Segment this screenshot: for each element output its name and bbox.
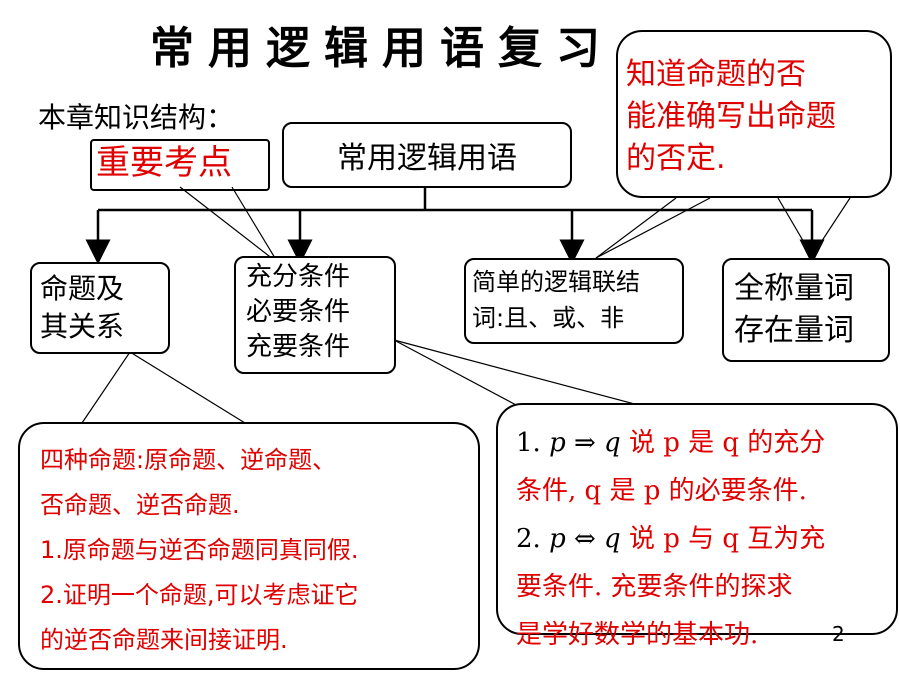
key-pointer-2 bbox=[231, 186, 279, 264]
node-conditions-line1: 充分条件 bbox=[246, 262, 351, 292]
bubble-conditions-line5: 是学好数学的基本功. bbox=[516, 620, 759, 650]
bubble-conditions-formula1: p ⇒ q bbox=[549, 428, 621, 458]
page-number: 2 bbox=[832, 622, 845, 646]
key-pointer-1 bbox=[179, 186, 279, 264]
key-points-label: 重要考点 bbox=[90, 139, 270, 191]
node-propositions-line1: 命题及 bbox=[40, 272, 125, 305]
bubble-propositions-line5: 的逆否命题来间接证明. bbox=[40, 626, 288, 654]
bubble-propositions-line4: 2.证明一个命题,可以考虑证它 bbox=[40, 581, 359, 609]
bubble-conditions-line1: 1. p ⇒ q 说 p 是 q 的充分 bbox=[516, 419, 882, 467]
bubble-conditions-line3: 2. p ⇔ q 说 p 与 q 互为充 bbox=[516, 515, 882, 563]
bubble-conditions-line2: 条件, q 是 p 的必要条件. bbox=[516, 476, 807, 506]
bubble-negation-line1: 知道命题的否 bbox=[626, 57, 806, 92]
bubble-conditions-num2: 2. bbox=[516, 524, 541, 554]
bubble-conditions-text1: 说 p 是 q 的充分 bbox=[628, 428, 826, 458]
bubble-conditions-num1: 1. bbox=[516, 428, 541, 458]
node-quantifiers-line2: 存在量词 bbox=[734, 313, 854, 348]
bubble-propositions: 四种命题:原命题、逆命题、 否命题、逆否命题. 1.原命题与逆否命题同真同假. … bbox=[18, 422, 480, 670]
negation-tail-1 bbox=[595, 197, 677, 259]
node-conditions-line3: 充要条件 bbox=[246, 332, 351, 362]
root-node: 常用逻辑用语 bbox=[282, 122, 572, 188]
cond-tail-1 bbox=[393, 339, 519, 407]
bubble-conditions: 1. p ⇒ q 说 p 是 q 的充分 条件, q 是 p 的必要条件. 2.… bbox=[496, 403, 898, 650]
bubble-conditions-formula2: p ⇔ q bbox=[549, 524, 621, 554]
cond-tail-2 bbox=[393, 339, 643, 407]
chapter-structure-label: 本章知识结构： bbox=[38, 101, 235, 134]
node-connectives: 简单的逻辑联结 词:且、或、非 bbox=[464, 258, 684, 344]
node-connectives-line2: 词:且、或、非 bbox=[472, 304, 625, 332]
page-title: 常用逻辑用语复习 bbox=[150, 23, 614, 74]
bubble-propositions-line3: 1.原命题与逆否命题同真同假. bbox=[40, 536, 359, 564]
prop-tail-1 bbox=[81, 351, 131, 424]
negation-tail-3 bbox=[777, 197, 813, 257]
bubble-conditions-text3: 说 p 与 q 互为充 bbox=[628, 524, 826, 554]
bubble-propositions-line1: 四种命题:原命题、逆命题、 bbox=[40, 446, 337, 474]
node-propositions: 命题及 其关系 bbox=[30, 262, 170, 354]
negation-tail-2 bbox=[595, 197, 711, 259]
bubble-negation-line2: 能准确写出命题 bbox=[626, 99, 836, 134]
node-quantifiers: 全称量词 存在量词 bbox=[722, 258, 890, 362]
node-conditions: 充分条件 必要条件 充要条件 bbox=[234, 256, 396, 374]
bubble-negation: 知道命题的否 能准确写出命题 的否定. bbox=[616, 30, 892, 198]
bubble-conditions-line4: 要条件. 充要条件的探求 bbox=[516, 572, 793, 602]
prop-tail-2 bbox=[129, 351, 246, 424]
node-connectives-line1: 简单的逻辑联结 bbox=[472, 268, 640, 296]
bubble-negation-line3: 的否定. bbox=[626, 141, 726, 176]
negation-tail-4 bbox=[811, 197, 851, 257]
node-quantifiers-line1: 全称量词 bbox=[734, 271, 854, 306]
bubble-propositions-line2: 否命题、逆否命题. bbox=[40, 491, 240, 519]
node-propositions-line2: 其关系 bbox=[40, 310, 125, 343]
node-conditions-line2: 必要条件 bbox=[246, 297, 351, 327]
